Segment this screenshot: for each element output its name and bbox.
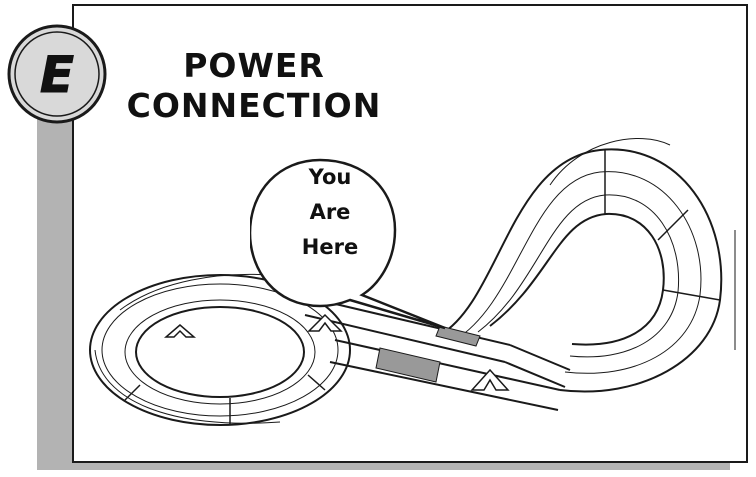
callout-line-1: You [308,165,352,189]
step-title: POWER CONNECTION [114,46,394,126]
title-line-1: POWER [183,46,325,85]
callout-line-3: Here [301,235,359,259]
callout-line-2: Are [309,200,351,224]
step-letter: E [40,46,74,104]
you-are-here-callout [250,158,446,330]
callout-text: You Are Here [275,160,385,265]
figure-eight-track [89,138,736,426]
title-line-2: CONNECTION [126,86,382,125]
diagram-panel [72,4,748,463]
power-track-segment [375,347,441,383]
step-badge: E [7,24,107,124]
